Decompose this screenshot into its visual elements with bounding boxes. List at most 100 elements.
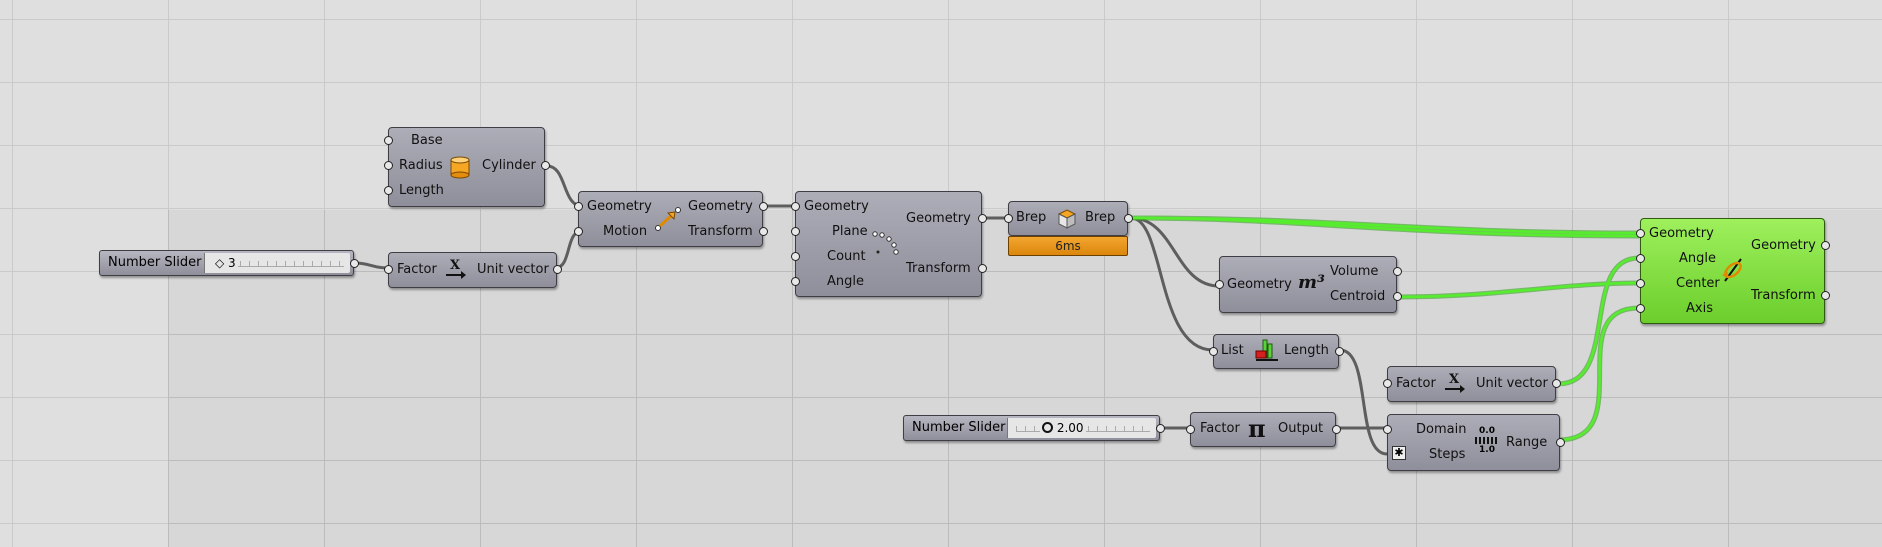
- canvas-shade-top: [0, 0, 1882, 210]
- rotate-axis-icon: [1722, 258, 1742, 282]
- rotate-axis-component[interactable]: Geometry Angle Center Axis Geometry Tran…: [1636, 218, 1830, 324]
- input-grip[interactable]: [1215, 280, 1224, 289]
- slider-knob-value[interactable]: ◇ 3: [213, 256, 238, 270]
- input-grip[interactable]: [384, 186, 393, 195]
- output-grip[interactable]: [759, 227, 768, 236]
- input-grip[interactable]: [791, 227, 800, 236]
- pi-component[interactable]: Factor Output π: [1186, 412, 1341, 447]
- pi-icon: π: [1248, 414, 1266, 443]
- output-label: Cylinder: [482, 158, 536, 173]
- output-grip[interactable]: [1332, 425, 1341, 434]
- output-label: Output: [1278, 421, 1324, 436]
- steps-param-indicator[interactable]: ✱: [1392, 446, 1406, 460]
- input-grip[interactable]: [1636, 229, 1645, 238]
- profiler-timer-badge: 6ms: [1008, 236, 1128, 256]
- input-grip[interactable]: [1636, 304, 1645, 313]
- slider-knob-value[interactable]: 2.00: [1040, 421, 1086, 435]
- input-grip[interactable]: [791, 277, 800, 286]
- range-component[interactable]: ✱ Domain Steps Range 0.0 1.0: [1383, 414, 1565, 471]
- input-grip[interactable]: [1209, 347, 1218, 356]
- output-grip[interactable]: [978, 214, 987, 223]
- brep-component[interactable]: Brep Brep: [1004, 201, 1133, 236]
- unit-x-component-2[interactable]: Factor Unit vector X: [1383, 366, 1561, 402]
- output-label: Length: [1284, 343, 1329, 358]
- output-grip[interactable]: [1821, 291, 1830, 300]
- input-label: Factor: [1200, 421, 1240, 436]
- input-grip[interactable]: [1383, 379, 1392, 388]
- move-icon: [655, 207, 681, 231]
- input-grip[interactable]: [384, 136, 393, 145]
- number-slider-2[interactable]: Number Slider 2.00: [903, 415, 1165, 441]
- cylinder-component[interactable]: Base Radius Length Cylinder: [384, 127, 550, 207]
- output-grip[interactable]: [553, 265, 562, 274]
- range-icon-bars: [1475, 437, 1499, 444]
- wire-brep-volume: [1130, 216, 1220, 288]
- input-label: Factor: [397, 262, 437, 277]
- slider-ticks: [213, 261, 344, 267]
- output-label: Unit vector: [1476, 376, 1548, 391]
- input-grip[interactable]: [574, 202, 583, 211]
- number-slider-1[interactable]: Number Slider ◇ 3: [99, 250, 359, 276]
- polar-array-component[interactable]: Geometry Plane Count Angle Geometry Tran…: [791, 191, 987, 297]
- output-grip[interactable]: [1335, 347, 1344, 356]
- output-grip[interactable]: [1124, 214, 1133, 223]
- input-grip[interactable]: [384, 265, 393, 274]
- output-label: Transform: [906, 261, 971, 276]
- list-length-component[interactable]: List Length: [1209, 334, 1344, 369]
- output-grip[interactable]: [759, 202, 768, 211]
- input-label: Length: [399, 183, 444, 198]
- input-grip[interactable]: [791, 202, 800, 211]
- svg-text:X: X: [450, 258, 461, 273]
- unit-x-icon: X: [446, 258, 466, 279]
- output-label: Transform: [688, 224, 753, 239]
- input-grip[interactable]: [1636, 279, 1645, 288]
- volume-component[interactable]: Geometry Volume Centroid m³: [1215, 256, 1402, 313]
- input-grip[interactable]: [574, 227, 583, 236]
- unit-x-icon: X: [1445, 372, 1465, 393]
- unit-x-component-1[interactable]: Factor Unit vector X: [384, 252, 562, 288]
- output-grip[interactable]: [1393, 292, 1402, 301]
- wire-range-angle: [1557, 306, 1640, 442]
- slider-label: Number Slider: [108, 255, 202, 270]
- input-grip[interactable]: [1636, 254, 1645, 263]
- output-grip[interactable]: [350, 259, 359, 268]
- brep-icon: [1057, 209, 1077, 229]
- input-label: Plane: [832, 224, 868, 239]
- input-grip[interactable]: [1383, 425, 1392, 434]
- slider-label: Number Slider: [912, 420, 1006, 435]
- slider-value: 2.00: [1056, 421, 1084, 435]
- output-grip[interactable]: [1393, 267, 1402, 276]
- input-grip[interactable]: [791, 252, 800, 261]
- wire-unitx2-axis: [1557, 256, 1640, 386]
- output-label: Brep: [1085, 210, 1116, 225]
- output-label: Volume: [1330, 264, 1379, 279]
- output-grip[interactable]: [541, 161, 550, 170]
- output-grip[interactable]: [1156, 424, 1165, 433]
- input-grip[interactable]: [1186, 425, 1195, 434]
- input-label: Axis: [1686, 301, 1713, 316]
- slider-knob[interactable]: [1042, 422, 1053, 433]
- output-label: Range: [1506, 435, 1548, 450]
- slider-track[interactable]: 2.00: [1007, 418, 1156, 438]
- input-label: Center: [1676, 276, 1720, 291]
- output-label: Geometry: [688, 199, 753, 214]
- move-component[interactable]: Geometry Motion Geometry Transform: [574, 191, 768, 247]
- svg-text:X: X: [1449, 372, 1460, 387]
- input-label: Brep: [1016, 210, 1047, 225]
- volume-icon: m³: [1298, 272, 1325, 293]
- range-icon-top: 0.0: [1479, 426, 1495, 436]
- wire-cylinder-move: [546, 164, 583, 208]
- output-grip[interactable]: [1552, 379, 1561, 388]
- input-label: Geometry: [804, 199, 869, 214]
- input-grip[interactable]: [1004, 214, 1013, 223]
- output-label: Geometry: [1751, 238, 1816, 253]
- output-grip[interactable]: [1556, 438, 1565, 447]
- slider-track[interactable]: ◇ 3: [204, 253, 350, 273]
- input-label: Geometry: [1227, 277, 1292, 292]
- polar-array-icon: [872, 231, 899, 255]
- input-label: Angle: [827, 274, 864, 289]
- range-icon-bottom: 1.0: [1479, 445, 1495, 455]
- output-grip[interactable]: [1821, 241, 1830, 250]
- input-grip[interactable]: [384, 161, 393, 170]
- output-grip[interactable]: [978, 264, 987, 273]
